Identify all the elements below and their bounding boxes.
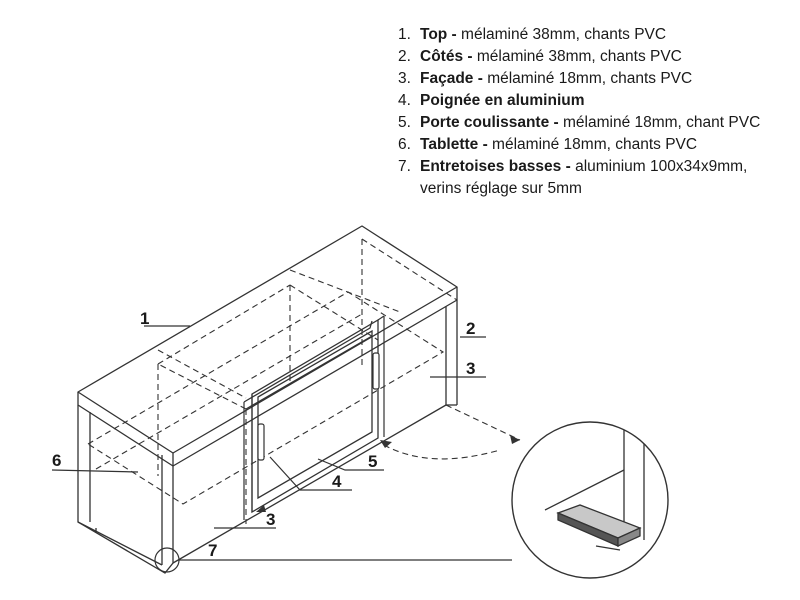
- foot-detail-view: [511, 421, 669, 579]
- legend-item-sides: 2. Côtés - mélaminé 38mm, chants PVC: [398, 46, 760, 68]
- swing-arc: [383, 404, 521, 460]
- hidden-edges: [87, 238, 458, 524]
- left-side-panel: [77, 405, 174, 574]
- legend-description: aluminium 100x34x9mm,: [570, 158, 748, 175]
- legend-number: 2.: [398, 48, 411, 65]
- legend-label: Entretoises basses -: [420, 158, 571, 175]
- legend-item-front: 3. Façade - mélaminé 18mm, chants PVC: [398, 68, 760, 90]
- legend-label: Porte coulissante -: [420, 114, 559, 131]
- legend-description: mélaminé 18mm, chants PVC: [482, 70, 693, 87]
- callout-5: 5: [368, 452, 377, 471]
- legend-description: mélaminé 38mm, chants PVC: [472, 48, 682, 65]
- legend-number: 4.: [398, 92, 411, 109]
- detail-marker-circle: [154, 547, 180, 573]
- legend-item-sliding-door: 5. Porte coulissante - mélaminé 18mm, cha…: [398, 112, 760, 134]
- callout-1: 1: [140, 309, 149, 328]
- legend-description: mélaminé 38mm, chants PVC: [456, 26, 667, 43]
- legend-item-shelf: 6. Tablette - mélaminé 18mm, chants PVC: [398, 134, 760, 156]
- legend-item-spacers-continued: verins réglage sur 5mm: [398, 178, 760, 200]
- legend-label: Façade -: [420, 70, 483, 87]
- right-side-panel: [172, 300, 458, 564]
- legend-label: Côtés -: [420, 48, 473, 65]
- legend-description-continued: verins réglage sur 5mm: [420, 180, 582, 197]
- legend-item-top: 1. Top - mélaminé 38mm, chants PVC: [398, 24, 760, 46]
- callout-2: 2: [466, 319, 475, 338]
- legend-item-handle: 4. Poignée en aluminium: [398, 90, 760, 112]
- legend-label: Tablette -: [420, 136, 488, 153]
- legend-label: Poignée en aluminium: [420, 92, 585, 109]
- arrow-icon: [256, 435, 520, 512]
- legend-number: 6.: [398, 136, 411, 153]
- legend-number: 5.: [398, 114, 411, 131]
- front-panel: [243, 315, 385, 520]
- legend-item-spacers: 7. Entretoises basses - aluminium 100x34x…: [398, 156, 760, 178]
- handle-icon: [257, 352, 380, 461]
- legend-number: 1.: [398, 26, 411, 43]
- callout-7: 7: [208, 541, 217, 560]
- callout-leaders: [51, 325, 486, 529]
- legend-number: 3.: [398, 70, 411, 87]
- callout-3-side: 3: [466, 359, 475, 378]
- callout-4: 4: [332, 472, 342, 491]
- legend-label: Top -: [420, 26, 457, 43]
- legend-description: mélaminé 18mm, chant PVC: [558, 114, 761, 131]
- legend-list: 1. Top - mélaminé 38mm, chants PVC 2. Côté…: [398, 24, 760, 200]
- callout-3-front: 3: [266, 510, 275, 529]
- callout-6: 6: [52, 451, 61, 470]
- top-panel: [77, 225, 458, 467]
- legend-number: 7.: [398, 158, 411, 175]
- legend-description: mélaminé 18mm, chants PVC: [487, 136, 698, 153]
